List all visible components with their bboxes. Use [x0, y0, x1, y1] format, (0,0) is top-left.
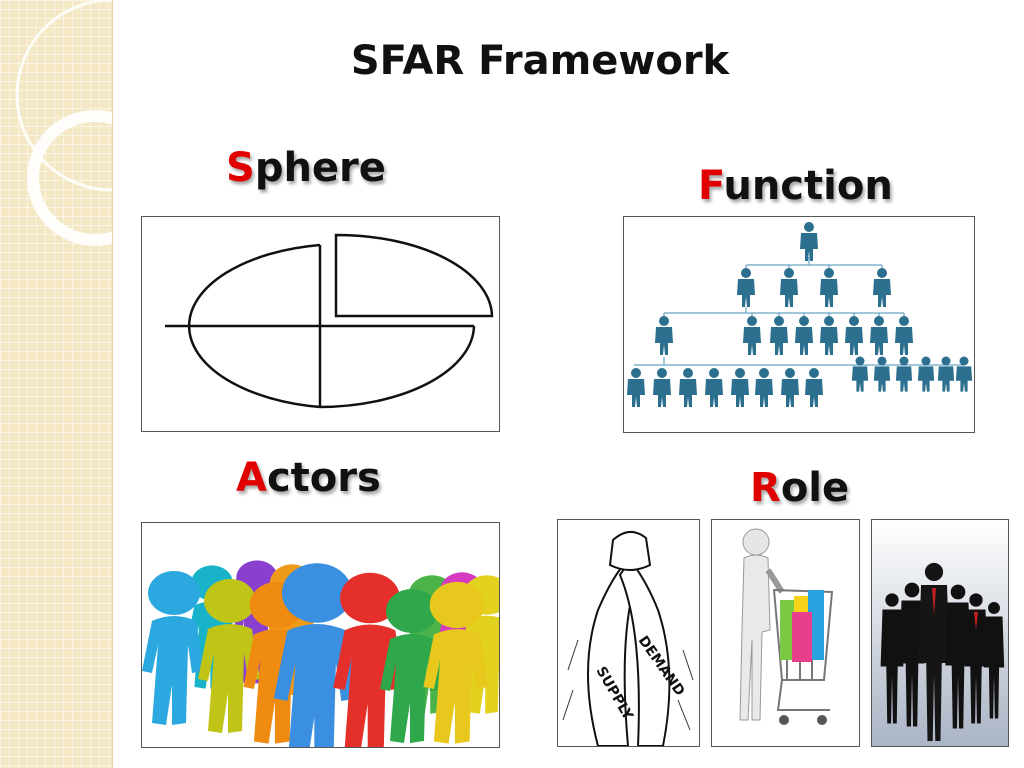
- role-heading: Role: [750, 465, 849, 511]
- org-person: [800, 222, 818, 261]
- sphere-heading: Sphere: [226, 145, 386, 191]
- supply-demand-arm-wrestle-icon: SUPPLY DEMAND: [562, 531, 694, 746]
- org-person: [780, 268, 798, 307]
- org-chart-icon: [627, 222, 973, 407]
- sphere-image: [141, 216, 500, 432]
- role-business-people-image: [871, 519, 1009, 747]
- actors-initial: A: [236, 455, 267, 501]
- function-rest: unction: [723, 163, 893, 209]
- org-person: [781, 368, 799, 407]
- decorative-side-strip: [0, 0, 113, 768]
- org-person: [679, 368, 697, 407]
- role-supply-demand-image: SUPPLY DEMAND: [557, 519, 700, 747]
- sphere-initial: S: [226, 145, 255, 191]
- function-heading: Function: [698, 163, 893, 209]
- actors-heading: Actors: [236, 455, 381, 501]
- org-person: [743, 316, 761, 355]
- org-person: [917, 356, 935, 392]
- org-person: [795, 316, 813, 355]
- org-person: [895, 316, 913, 355]
- org-person: [627, 368, 645, 407]
- org-person: [705, 368, 723, 407]
- decorative-circles-icon: [15, 0, 112, 246]
- org-person: [937, 356, 955, 392]
- sphere-rest: phere: [254, 145, 386, 191]
- business-people-silhouettes-icon: [872, 520, 1008, 746]
- actors-image: [141, 522, 500, 748]
- org-person: [755, 368, 773, 407]
- colorful-people-group-icon: [142, 560, 499, 747]
- org-person: [845, 316, 863, 355]
- role-rest: ole: [780, 465, 850, 511]
- org-person: [731, 368, 749, 407]
- org-person: [737, 268, 755, 307]
- shopper-with-cart-icon: [739, 528, 834, 725]
- org-person: [820, 316, 838, 355]
- org-person: [805, 368, 823, 407]
- function-image: [623, 216, 975, 433]
- org-person: [653, 368, 671, 407]
- org-person: [873, 268, 891, 307]
- org-person: [870, 316, 888, 355]
- org-person: [655, 316, 673, 355]
- org-person: [873, 356, 891, 392]
- org-person: [851, 356, 869, 392]
- org-person: [895, 356, 913, 392]
- org-person: [820, 268, 838, 307]
- role-initial: R: [750, 465, 781, 511]
- quartered-ellipse-icon: [165, 233, 494, 409]
- org-person: [770, 316, 788, 355]
- slide-title: SFAR Framework: [350, 38, 730, 84]
- function-initial: F: [698, 163, 724, 209]
- actors-rest: ctors: [266, 455, 381, 501]
- role-shopper-image: [711, 519, 860, 747]
- org-person: [955, 356, 973, 392]
